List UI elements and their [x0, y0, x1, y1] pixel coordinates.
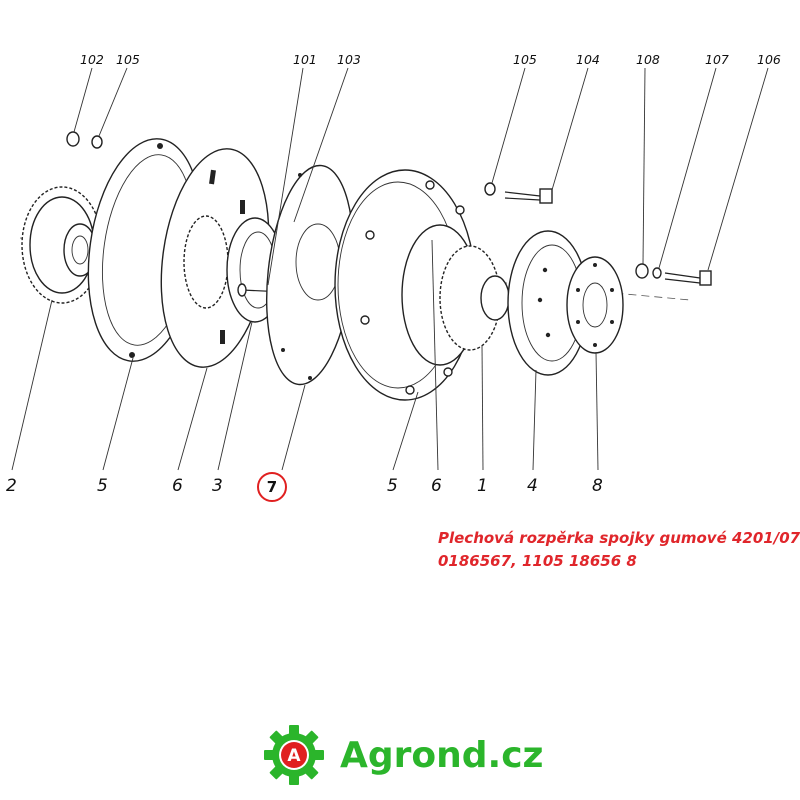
label-4: 4 — [527, 476, 538, 496]
label-2: 2 — [6, 476, 17, 496]
agrond-logo[interactable]: A Agrond.cz — [262, 722, 543, 788]
label-108: 108 — [636, 52, 660, 67]
label-3: 3 — [212, 476, 223, 496]
label-101: 101 — [293, 52, 317, 67]
logo-text: Agrond.cz — [340, 734, 544, 776]
label-5-right: 5 — [387, 476, 398, 496]
gear-part — [439, 245, 510, 351]
gear-logo-icon: A — [264, 725, 324, 785]
label-102: 102 — [80, 52, 104, 67]
bolt-106 — [664, 270, 712, 286]
label-107: 107 — [705, 52, 729, 67]
caption-line-1: Plechová rozpěrka spojky gumové 4201/07 — [438, 529, 800, 547]
spacer-plate-part — [265, 164, 355, 386]
washer-107 — [652, 267, 662, 279]
exploded-clutch-diagram: 102 105 101 103 105 104 108 107 106 2 5 … — [6, 52, 781, 496]
logo-icon-letter: A — [287, 746, 301, 766]
bolt-104 — [504, 188, 553, 204]
label-1: 1 — [477, 476, 488, 496]
highlight-label: 7 — [266, 478, 278, 496]
label-106: 106 — [757, 52, 781, 67]
washer-105-right — [484, 182, 496, 196]
nut-108 — [635, 263, 649, 279]
nut-102 — [66, 131, 80, 147]
washer-105-left — [91, 135, 103, 149]
label-8: 8 — [592, 476, 603, 496]
label-105-right: 105 — [513, 52, 537, 67]
hub-disc-part — [507, 230, 589, 376]
part-caption: Plechová rozpěrka spojky gumové 4201/07 … — [438, 527, 800, 573]
highlight-part-7-marker: 7 — [257, 472, 287, 502]
label-105-left: 105 — [116, 52, 140, 67]
caption-line-2: 0186567, 1105 18656 8 — [438, 552, 637, 570]
label-6-left: 6 — [172, 476, 183, 496]
flange-part — [566, 256, 624, 354]
label-6-right: 6 — [431, 476, 442, 496]
label-103: 103 — [337, 52, 361, 67]
label-5-left: 5 — [97, 476, 108, 496]
label-104: 104 — [576, 52, 600, 67]
